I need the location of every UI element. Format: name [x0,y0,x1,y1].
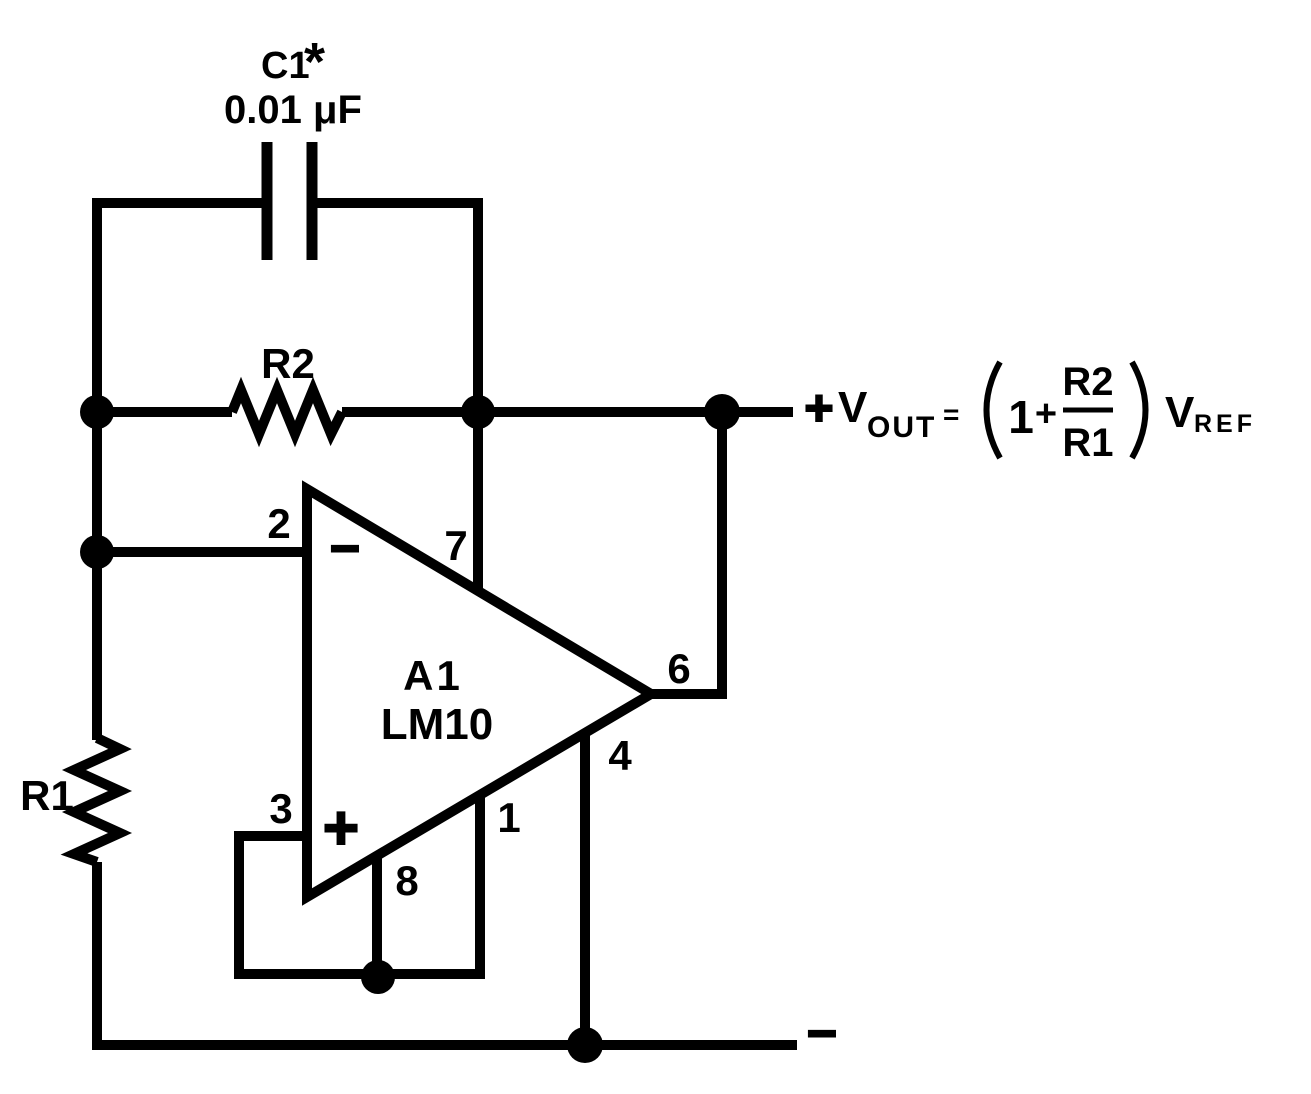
pin-4-label: 4 [608,732,632,779]
junction-dot [704,394,740,430]
pin-3-label: 3 [269,785,292,832]
formula-numerator: R2 [1062,360,1113,404]
formula-plus: + [804,380,833,436]
pin-8-label: 8 [395,857,418,904]
resistor-r2-label: R2 [261,340,315,387]
junction-dot [567,1027,603,1063]
junction-dot [361,960,395,994]
capacitor-c1-value: 0.01 μF [224,88,362,132]
opamp-part-label: LM10 [381,700,493,749]
resistor-r1-zigzag [60,733,133,867]
opamp-triangle [302,480,661,906]
negative-terminal-sign: − [807,1005,837,1063]
wire-output-feedback [648,412,727,699]
formula-ref-subscript: REF [1194,410,1256,438]
resistor-r1-label: R1 [20,772,74,819]
formula-one: 1 [1008,391,1034,443]
formula-equals: = [943,399,959,430]
formula-out-subscript: OUT [867,411,936,444]
noninverting-input-sign: + [323,794,359,863]
junction-dot [80,395,114,429]
formula-paren-close [1129,360,1149,460]
formula-plus-small: + [1035,393,1057,435]
pin-6-label: 6 [667,645,690,692]
formula-v: V [838,383,868,432]
wire-bottom-rail [92,862,797,1050]
formula-paren-open [983,360,1003,460]
capacitor-c1-star: * [304,32,325,92]
formula-denominator: R1 [1062,421,1113,465]
junction-dot [461,395,495,429]
junction-dot [80,535,114,569]
inverting-input-sign: − [330,520,360,578]
pin-1-label: 1 [497,794,520,841]
pin-2-label: 2 [267,500,290,547]
formula-vref-v: V [1165,388,1195,437]
resistor-r2-zigzag [227,376,347,448]
capacitor-c1-label: C1 [261,45,310,87]
opamp-designator: A1 [403,652,463,699]
pin-7-label: 7 [444,522,467,569]
